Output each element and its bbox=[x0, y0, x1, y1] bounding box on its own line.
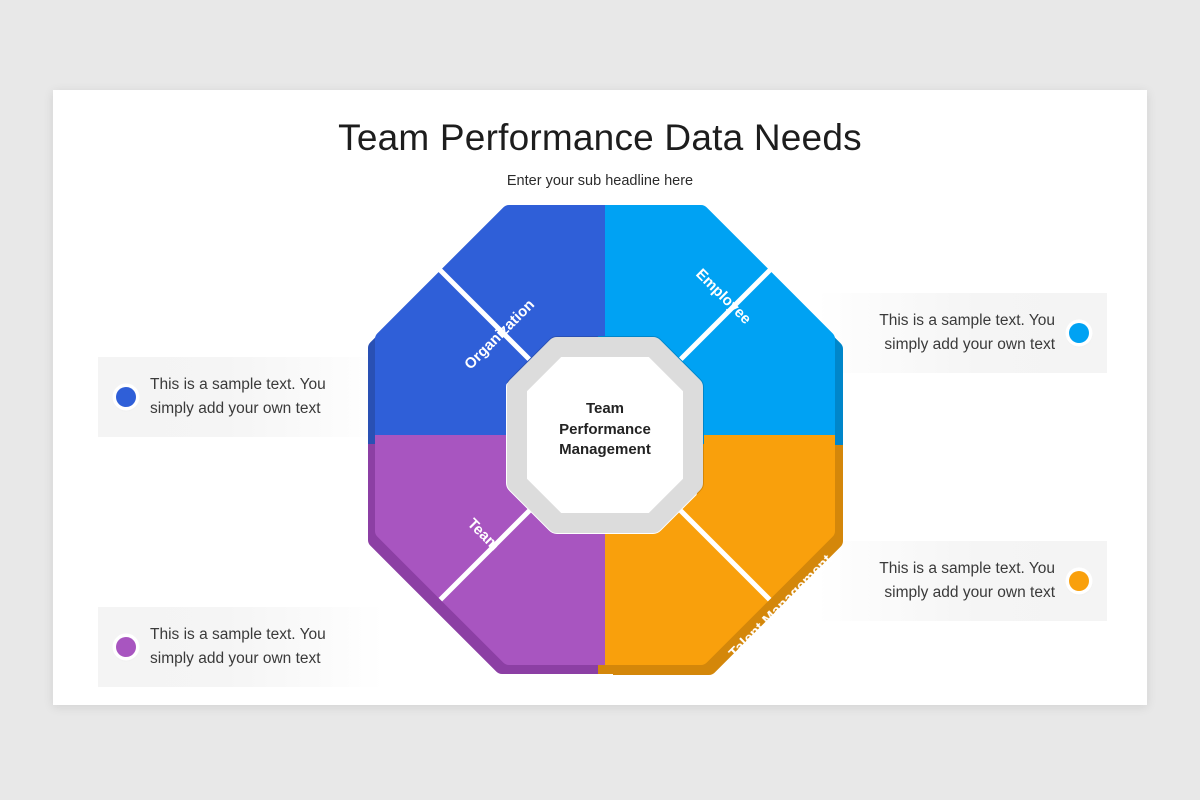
bullet-dot-organization bbox=[116, 387, 136, 407]
center-label-line1: Team bbox=[585, 400, 625, 417]
callout-text-employee: This is a sample text. You simply add yo… bbox=[879, 311, 1055, 353]
callout-text-talent-management: This is a sample text. You simply add yo… bbox=[879, 559, 1055, 601]
callout-text-organization: This is a sample text. You simply add yo… bbox=[150, 375, 326, 417]
center-label-line3: Management bbox=[559, 441, 651, 459]
bullet-dot-talent-management bbox=[1069, 571, 1089, 591]
callout-text-team: This is a sample text. You simply add yo… bbox=[150, 625, 326, 667]
center-label-line2: Performance bbox=[559, 420, 651, 438]
slide-card: Team Performance Data Needs Enter your s… bbox=[53, 90, 1147, 715]
center-label: Team Performance Management bbox=[535, 399, 675, 461]
center-octagon bbox=[507, 337, 703, 533]
page-title: Team Performance Data Needs bbox=[338, 117, 862, 158]
octagon-wheel-diagram: Organization Employee Talent Management … bbox=[328, 165, 883, 715]
bullet-dot-employee bbox=[1069, 323, 1089, 343]
bullet-dot-team bbox=[116, 637, 136, 657]
